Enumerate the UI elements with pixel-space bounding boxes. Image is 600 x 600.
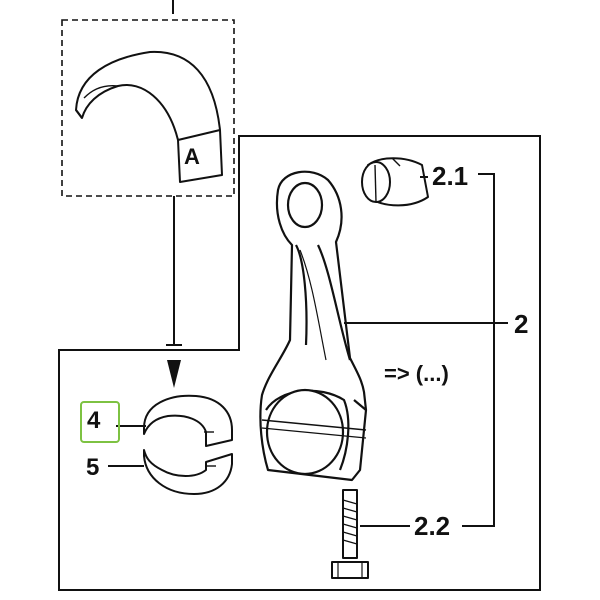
- callout-detail-a: A: [184, 144, 200, 169]
- callout-2[interactable]: 2: [514, 309, 529, 339]
- callout-5[interactable]: 5: [86, 454, 100, 481]
- callout-4-highlight: [80, 401, 120, 443]
- rod-bolt-drawing: [331, 489, 369, 579]
- connecting-rod-drawing: [259, 170, 368, 482]
- detail-a-dashed-frame: [61, 19, 235, 197]
- reference-arrow-label: => (...): [384, 361, 449, 386]
- upper-bearing-shell-drawing: [143, 394, 233, 447]
- small-end-bushing-drawing: [361, 157, 429, 207]
- lower-bearing-shell-drawing: [143, 449, 233, 495]
- callout-2-2[interactable]: 2.2: [414, 511, 451, 541]
- callout-4[interactable]: 4: [87, 407, 101, 434]
- main-assembly-frame: [58, 135, 541, 591]
- detail-a-bearing-shell: [75, 50, 223, 183]
- callout-2-1[interactable]: 2.1: [432, 161, 469, 191]
- callout-leader-lines: [108, 173, 508, 527]
- leader-arrowhead: [167, 360, 181, 388]
